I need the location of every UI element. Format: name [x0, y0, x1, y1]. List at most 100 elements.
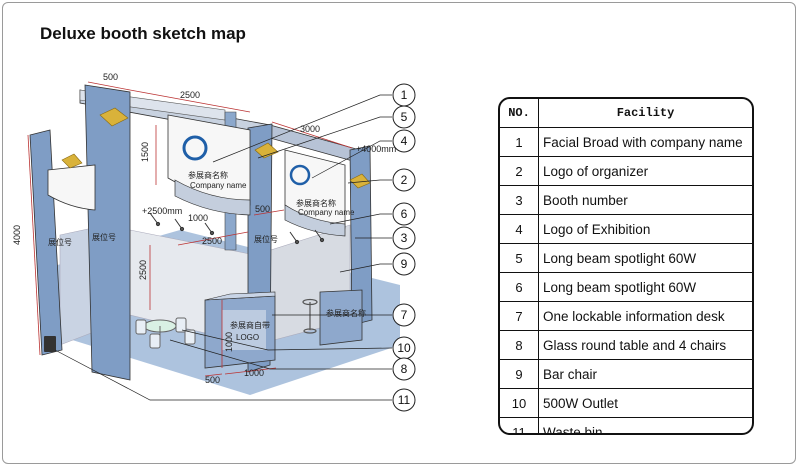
- row-no: 4: [500, 214, 539, 244]
- dim-2500-height: 2500: [138, 260, 148, 280]
- svg-text:7: 7: [401, 308, 408, 322]
- row-no: 9: [500, 359, 539, 389]
- dim-4000-left: 4000: [12, 225, 22, 245]
- row-no: 1: [500, 127, 539, 157]
- info-desk-sign-logo: LOGO: [236, 333, 259, 342]
- callout-2: 2: [392, 168, 416, 192]
- row-no: 7: [500, 301, 539, 331]
- company-name-sign-en: Company name: [190, 181, 247, 190]
- small-desk: [319, 289, 363, 346]
- dim-1000-beam: 1000: [188, 213, 208, 223]
- info-desk-panel: [222, 310, 266, 350]
- dim-2500-top: 2500: [180, 90, 200, 100]
- booth-number-label-left: 展位号: [48, 237, 72, 247]
- info-desk-top: [204, 291, 276, 301]
- page-frame: [2, 2, 796, 464]
- svg-text:4: 4: [401, 134, 408, 148]
- dim-2500-floor: 2500: [202, 236, 222, 246]
- svg-text:1: 1: [401, 88, 408, 102]
- row-facility: Long beam spotlight 60W: [538, 272, 752, 302]
- row-facility: Long beam spotlight 60W: [538, 243, 752, 273]
- row-facility: Booth number: [538, 185, 752, 215]
- callout-7: 7: [392, 303, 416, 327]
- row-facility: Waste bin: [538, 417, 752, 433]
- row-no: 3: [500, 185, 539, 215]
- row-facility: Bar chair: [538, 359, 752, 389]
- svg-text:6: 6: [401, 207, 408, 221]
- callout-5: 5: [392, 105, 416, 129]
- row-no: 10: [500, 388, 539, 418]
- row-no: 8: [500, 330, 539, 360]
- svg-text:2: 2: [401, 173, 408, 187]
- svg-text:10: 10: [397, 341, 411, 355]
- svg-text:5: 5: [401, 110, 408, 124]
- row-facility: Facial Broad with company name: [538, 127, 752, 157]
- svg-text:11: 11: [398, 393, 411, 407]
- company-name-sign-right-en: Company name: [298, 208, 355, 217]
- pillar-right: [349, 145, 373, 326]
- dim-1500: 1500: [140, 142, 150, 162]
- small-desk-sign: 参展商名称: [326, 308, 366, 318]
- dim-4000mm: +4000mm: [356, 144, 396, 154]
- dimension-lines: [27, 81, 353, 377]
- booth-number-label-front: 展位号: [92, 232, 116, 242]
- spotlight-icons: [149, 212, 325, 245]
- sign-band-front: [174, 179, 251, 216]
- dim-500-desk: 500: [205, 375, 220, 385]
- glass-table-chairs-icon: [135, 317, 196, 349]
- exhibition-logo-icon: [182, 135, 311, 186]
- callout-leaders: [54, 94, 393, 401]
- dim-1000-desk-w: 1000: [244, 368, 264, 378]
- header-facility: Facility: [538, 99, 752, 128]
- dim-2500mm: +2500mm: [142, 206, 182, 216]
- row-facility: 500W Outlet: [538, 388, 752, 418]
- row-facility: One lockable information desk: [538, 301, 752, 331]
- row-no: 5: [500, 243, 539, 273]
- header-no: NO.: [500, 99, 539, 128]
- callout-11: 11: [392, 388, 416, 412]
- svg-text:9: 9: [401, 257, 408, 271]
- organizer-logo-icon: [61, 107, 371, 189]
- row-facility: Glass round table and 4 chairs: [538, 330, 752, 360]
- row-no: 2: [500, 156, 539, 186]
- callout-1: 1: [392, 83, 416, 107]
- dim-500-right: 500: [255, 204, 270, 214]
- callout-3: 3: [392, 226, 416, 250]
- row-facility: Logo of Exhibition: [538, 214, 752, 244]
- pillar-left: [29, 129, 63, 356]
- company-name-sign-cn: 参展商名称: [188, 170, 228, 180]
- svg-text:3: 3: [401, 231, 408, 245]
- waste-bin-icon: [44, 336, 56, 352]
- dim-1000-desk-h: 1000: [224, 332, 234, 352]
- callout-8: 8: [392, 357, 416, 381]
- bar-chair-icon: [302, 298, 318, 334]
- callout-4: 4: [392, 129, 416, 153]
- dim-3000: 3000: [300, 124, 320, 134]
- facial-board-left: [47, 164, 96, 211]
- page-title: Deluxe booth sketch map: [40, 24, 246, 43]
- info-desk-sign-cn: 参展商自带: [230, 320, 270, 330]
- row-facility: Logo of organizer: [538, 156, 752, 186]
- company-name-sign-right-cn: 参展商名称: [296, 198, 336, 208]
- dim-500-top: 500: [103, 72, 118, 82]
- row-no: 11: [500, 417, 539, 433]
- callout-10: 10: [392, 336, 416, 360]
- pillar-front-left: [84, 84, 131, 381]
- facility-table-header: NO. Facility: [500, 99, 752, 128]
- callout-9: 9: [392, 252, 416, 276]
- svg-text:8: 8: [401, 362, 408, 376]
